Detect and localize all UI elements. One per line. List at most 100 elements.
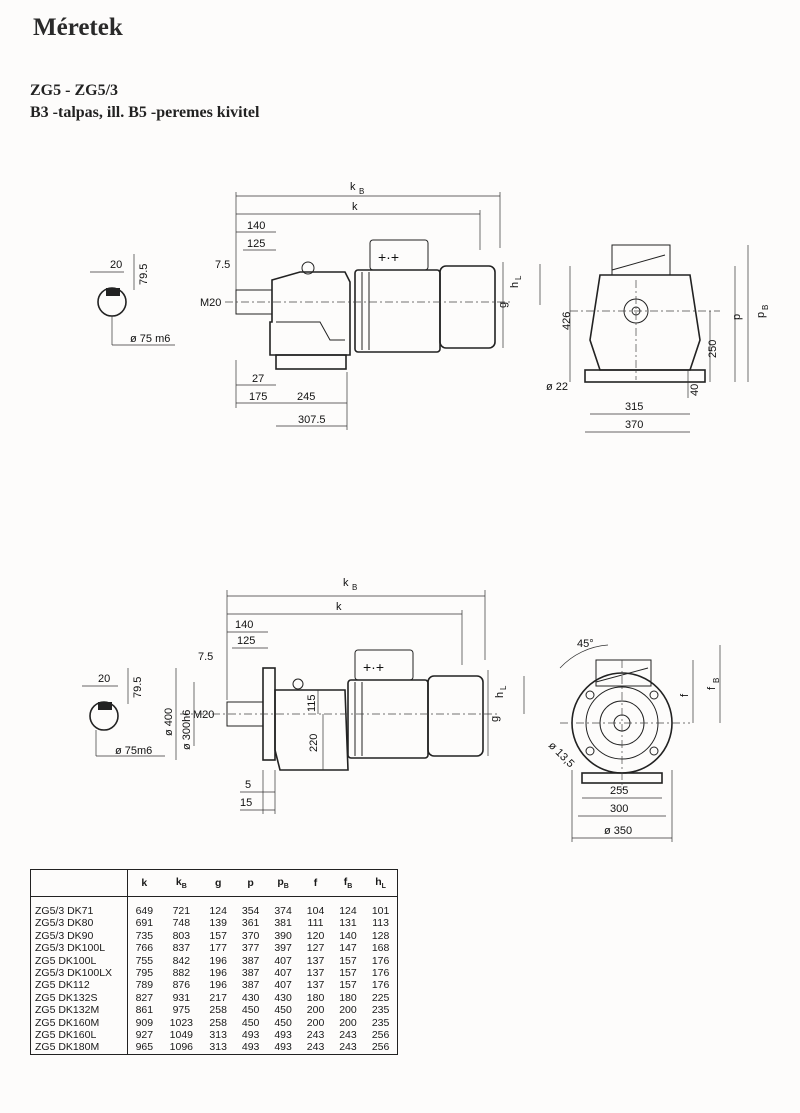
table-cell-g: 196 [209,979,227,992]
b3-175: 175 [249,391,267,403]
table-cell-g: 258 [209,1004,227,1017]
b3-shaft-dia: ø 75 m6 [130,333,170,345]
table-cell-fb: 243 [339,1041,357,1054]
table-cell-g: 124 [209,905,227,917]
b5-k-label: k [336,601,342,613]
table-cell-kb: 876 [172,979,191,992]
table-cell-hl: 113 [372,917,389,930]
b3-hL: h [509,282,521,288]
b5-angle-45: 45° [577,638,594,650]
table-cell-kb: 931 [172,991,191,1004]
col-kB: kB [160,869,202,897]
table-cell-k: 827 [135,991,154,1004]
table-cell-pb: 381 [274,917,292,930]
table-cell-pb: 374 [274,905,292,917]
b3-370: 370 [625,419,643,431]
table-cell-g: 258 [209,1016,227,1029]
table-cell-fb: 200 [339,1016,357,1029]
drawing-b3-shaft-key: 20 79.5 ø 75 m6 [90,254,175,346]
b5-dia-300h6: ø 300h6 [181,710,193,750]
b3-key-79-5: 79.5 [138,264,150,285]
table-cell-hl: 176 [371,967,390,980]
table-cell-f: 111 [307,917,324,930]
col-fB: fB [331,869,365,897]
table-cell-f: 180 [306,991,325,1004]
b5-300: 300 [610,803,628,815]
b5-kB-sub: B [352,583,357,592]
table-cell-p: 493 [241,1029,260,1042]
b5-f: f [679,693,691,697]
table-cell-kb: 842 [172,954,191,967]
table-cell-g: 177 [209,942,227,955]
table-cell-kb: 882 [172,967,191,980]
table-cell-g: 313 [209,1029,227,1042]
b5-15: 15 [240,797,252,809]
drawing-b5-side-view: k B k 140 125 7.5 M20 +·+ ø 400 ø 300h6 … [163,577,525,814]
dimension-drawings: k B k 140 125 7.5 M20 +·+ 27 175 [82,181,770,842]
b5-g: g [489,716,501,722]
table-cell-fb: 140 [339,929,357,942]
table-cell-k: 649 [135,905,154,917]
table-cell-pb: 450 [274,1004,292,1017]
table-cell-kb: 803 [172,929,191,942]
b3-125: 125 [247,238,265,250]
b3-pB: p [755,312,767,318]
table-cell-model: ZG5/3 DK90 [30,929,128,943]
table-cell-k: 965 [135,1041,154,1054]
table-cell-k: 861 [135,1004,154,1017]
table-cell-f: 200 [306,1004,325,1017]
table-cell-fb: 131 [339,917,357,930]
b3-315: 315 [625,401,643,413]
table-spacer [30,896,398,905]
b5-m20: M20 [193,709,214,721]
table-cell-pb: 397 [274,942,292,955]
table-cell-f: 200 [306,1016,325,1029]
table-cell-pb: 407 [274,979,292,992]
b5-hL: h [494,692,506,698]
table-cell-model: ZG5 DK132S [30,991,128,1005]
b3-pB-sub: B [761,305,770,310]
table-cell-p: 354 [241,905,260,917]
b5-255: 255 [610,785,628,797]
table-cell-pb: 493 [274,1029,292,1042]
table-cell-model: ZG5 DK132M [30,1004,128,1017]
table-cell-model: ZG5/3 DK100L [30,942,128,955]
table-cell-hl: 176 [371,954,390,967]
b3-terminal: +·+ [378,249,399,265]
table-cell-kb: 975 [172,1004,191,1017]
table-cell-kb: 1096 [169,1041,193,1054]
drawing-b5-end-view: 45° f f B ø 13,5 255 300 ø 350 [546,638,721,842]
col-p: p [234,869,267,897]
col-k: k [127,869,161,897]
b5-dia-13-5: ø 13,5 [546,740,577,771]
table-cell-k: 927 [135,1029,154,1042]
b3-426: 426 [561,312,573,330]
b3-27: 27 [252,373,264,385]
table-cell-kb: 1023 [169,1016,193,1029]
b3-hL-sub: L [514,275,523,280]
table-cell-k: 755 [135,954,154,967]
col-pB: pB [266,869,300,897]
table-cell-hl: 256 [371,1029,390,1042]
table-cell-pb: 430 [274,991,292,1004]
b5-220: 220 [308,734,320,752]
b3-m20: M20 [200,297,221,309]
table-cell-pb: 450 [274,1016,292,1029]
table-cell-pb: 493 [274,1041,292,1054]
b5-key-20: 20 [98,673,110,685]
table-cell-k: 766 [135,942,154,955]
table-cell-kb: 721 [172,905,191,917]
table-cell-g: 313 [209,1041,227,1054]
b3-kB-sub: B [359,187,364,196]
table-cell-model: ZG5 DK160M [30,1016,128,1030]
table-cell-hl: 235 [371,1004,390,1017]
table-cell-fb: 243 [339,1029,357,1042]
table-cell-hl: 256 [371,1041,390,1054]
